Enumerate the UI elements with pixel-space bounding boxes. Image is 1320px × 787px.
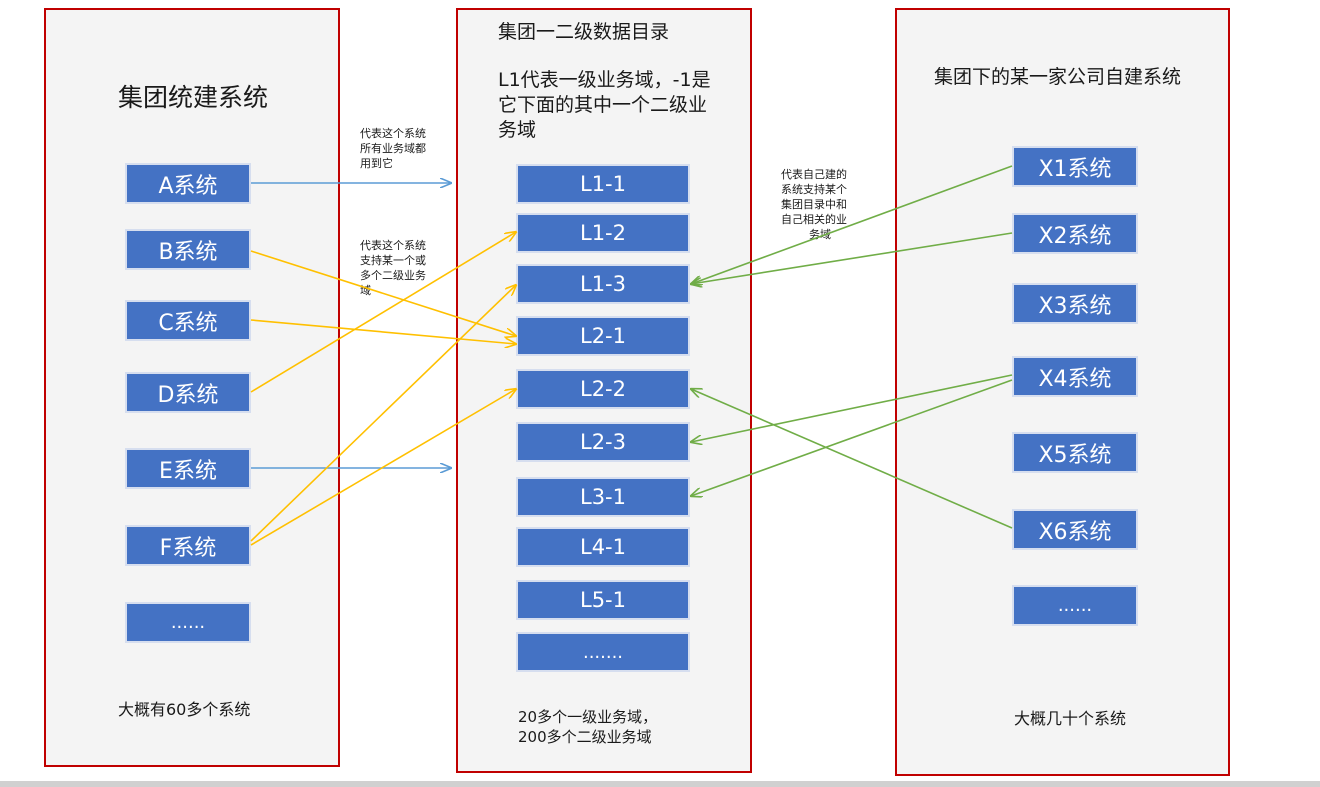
system-node-c[interactable]: C系统 [125, 300, 251, 341]
annotation-self-built-line-3: 集团目录中和 [781, 198, 847, 211]
annotation-some-domains-line-3: 多个二级业务 [360, 269, 426, 282]
domain-node-l2-3[interactable]: L2-3 [516, 422, 690, 462]
company-node-more[interactable]: ...... [1012, 585, 1138, 626]
system-node-more[interactable]: ...... [125, 602, 251, 643]
company-node-x6[interactable]: X6系统 [1012, 509, 1138, 550]
bottom-edge-bar [0, 781, 1320, 787]
domain-node-l2-2[interactable]: L2-2 [516, 369, 690, 409]
arrow-x4-to-l3-1 [691, 379, 1013, 496]
company-node-x2[interactable]: X2系统 [1012, 213, 1138, 254]
catalog-desc-line-3: 务域 [498, 119, 537, 141]
company-systems-title: 集团下的某一家公司自建系统 [934, 66, 1182, 88]
annotation-some-domains-line-1: 代表这个系统 [360, 239, 426, 252]
group-systems-title: 集团统建系统 [118, 83, 269, 112]
catalog-desc-line-2: 它下面的其中一个二级业 [498, 94, 708, 116]
company-node-x1[interactable]: X1系统 [1012, 146, 1138, 187]
system-node-b[interactable]: B系统 [125, 229, 251, 270]
arrow-f-to-l1-3 [250, 285, 516, 542]
system-node-f[interactable]: F系统 [125, 525, 251, 566]
domain-node-more[interactable]: ....... [516, 632, 690, 672]
data-catalog-title: 集团一二级数据目录 [498, 21, 670, 43]
annotation-all-domains-line-3: 用到它 [360, 157, 393, 170]
annotation-self-built-line-1: 代表自己建的 [781, 168, 847, 181]
domain-node-l5-1[interactable]: L5-1 [516, 580, 690, 620]
catalog-footer-line-2: 200多个二级业务域 [518, 728, 652, 746]
annotation-self-built-line-2: 系统支持某个 [781, 183, 847, 196]
annotation-all-domains-line-1: 代表这个系统 [360, 127, 426, 140]
catalog-desc-line-1: L1代表一级业务域，-1是 [498, 69, 711, 91]
company-node-x4[interactable]: X4系统 [1012, 356, 1138, 397]
company-node-x5[interactable]: X5系统 [1012, 432, 1138, 473]
system-node-a[interactable]: A系统 [125, 163, 251, 204]
domain-node-l3-1[interactable]: L3-1 [516, 477, 690, 517]
arrow-x4-to-l2-3 [691, 374, 1013, 442]
company-node-x3[interactable]: X3系统 [1012, 283, 1138, 324]
domain-node-l1-3[interactable]: L1-3 [516, 264, 690, 304]
arrow-c-to-l2-1 [250, 319, 516, 344]
catalog-footer-line-1: 20多个一级业务域， [518, 708, 658, 726]
arrow-d-to-l1-2 [250, 232, 516, 393]
annotation-some-domains-line-4: 域 [360, 284, 371, 297]
domain-node-l2-1[interactable]: L2-1 [516, 316, 690, 356]
company-systems-footer: 大概几十个系统 [1014, 709, 1127, 728]
arrow-x2-to-l1-3 [691, 232, 1013, 284]
group-systems-footer: 大概有60多个系统 [118, 700, 251, 719]
arrow-x1-to-l1-3 [691, 165, 1013, 284]
system-node-d[interactable]: D系统 [125, 372, 251, 413]
annotation-self-built-line-4: 自己相关的业 [781, 213, 847, 226]
system-node-e[interactable]: E系统 [125, 448, 251, 489]
annotation-all-domains-line-2: 所有业务域都 [360, 142, 426, 155]
arrow-f-to-l2-2 [250, 389, 516, 546]
arrow-b-to-l2-1 [250, 250, 516, 336]
arrow-x6-to-l2-2 [691, 389, 1013, 529]
domain-node-l4-1[interactable]: L4-1 [516, 527, 690, 567]
domain-node-l1-1[interactable]: L1-1 [516, 164, 690, 204]
annotation-some-domains-line-2: 支持某一个或 [360, 254, 426, 267]
domain-node-l1-2[interactable]: L1-2 [516, 213, 690, 253]
